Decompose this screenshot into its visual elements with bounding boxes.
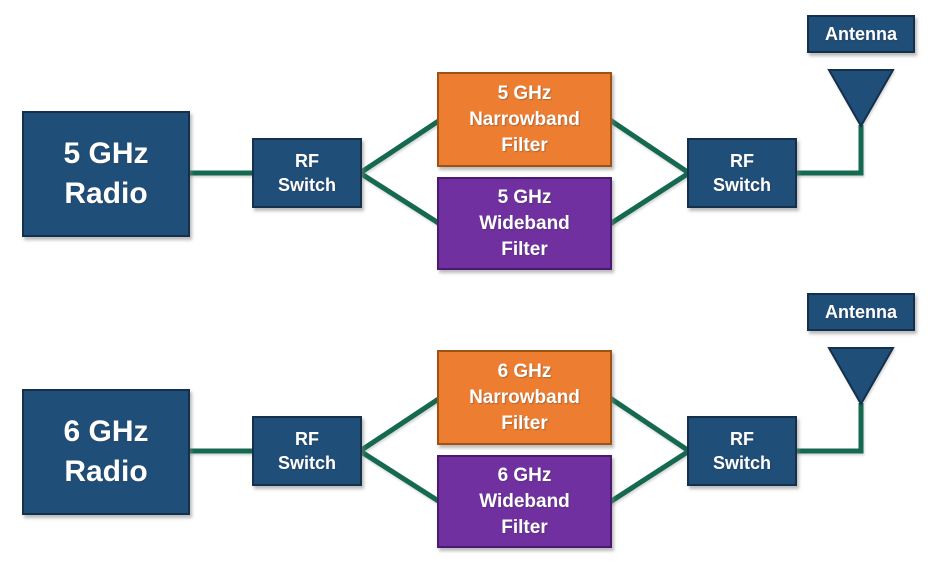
switch-label-line: RF xyxy=(730,151,754,171)
filter-label-line: 5 GHz xyxy=(497,186,552,208)
filter-label-line: Filter xyxy=(501,134,548,156)
radio-6ghz-box: 6 GHz Radio xyxy=(22,389,190,515)
filter-label-line: Filter xyxy=(501,238,548,260)
filter-label-line: 5 GHz xyxy=(497,82,552,104)
filter-label-line: Narrowband xyxy=(469,386,580,408)
switch-label-line: Switch xyxy=(277,453,336,473)
narrowband-filter-box: 6 GHz Narrowband Filter xyxy=(437,350,612,445)
wire-switch-to-narrowband xyxy=(358,117,442,176)
filter-label-line: 6 GHz xyxy=(497,360,552,382)
antenna-label: Antenna xyxy=(825,301,897,322)
radio-5ghz-box: 5 GHz Radio xyxy=(22,111,190,237)
antenna-label-box: Antenna xyxy=(807,293,915,331)
chain-row-5ghz: 5 GHz Radio RF Switch 5 GHz Narrowband F… xyxy=(22,15,915,270)
wire-wideband-to-switch xyxy=(608,170,691,227)
switch-label-line: Switch xyxy=(712,175,771,195)
radio-label-line: 6 GHz xyxy=(63,415,149,448)
wire-switch-to-wideband xyxy=(358,170,442,227)
filter-label-line: Narrowband xyxy=(469,108,580,130)
wire-switch-to-antenna xyxy=(795,403,864,454)
filter-label-line: 6 GHz xyxy=(497,464,552,486)
radio-label-line: Radio xyxy=(64,177,148,210)
antenna-icon xyxy=(827,69,895,129)
filter-label-line: Filter xyxy=(501,516,548,538)
antenna-icon xyxy=(827,347,895,407)
wire-narrowband-to-switch xyxy=(608,117,691,176)
antenna-label-box: Antenna xyxy=(807,15,915,53)
radio-label-line: 5 GHz xyxy=(63,137,149,170)
switch-label-line: RF xyxy=(295,429,319,449)
switch-label-line: Switch xyxy=(277,175,336,195)
filter-label-line: Filter xyxy=(501,412,548,434)
wire-switch-to-narrowband xyxy=(358,395,442,454)
switch-label-line: RF xyxy=(730,429,754,449)
antenna-label: Antenna xyxy=(825,23,897,44)
rf-switch-out-box: RF Switch xyxy=(687,416,797,486)
wire-wideband-to-switch xyxy=(608,448,691,505)
rf-switch-in-box: RF Switch xyxy=(252,416,362,486)
connector-lines xyxy=(188,347,895,505)
radio-label-line: Radio xyxy=(64,455,148,488)
wire-switch-to-wideband xyxy=(358,448,442,505)
rf-switch-out-box: RF Switch xyxy=(687,138,797,208)
rf-switch-in-box: RF Switch xyxy=(252,138,362,208)
chain-row-6ghz: 6 GHz Radio RF Switch 6 GHz Narrowband F… xyxy=(0,278,936,562)
connector-lines xyxy=(188,69,895,227)
filter-label-line: Wideband xyxy=(479,212,570,234)
narrowband-filter-box: 5 GHz Narrowband Filter xyxy=(437,72,612,167)
wideband-filter-box: 5 GHz Wideband Filter xyxy=(437,177,612,270)
wire-narrowband-to-switch xyxy=(608,395,691,454)
wideband-filter-box: 6 GHz Wideband Filter xyxy=(437,455,612,548)
filter-label-line: Wideband xyxy=(479,490,570,512)
wire-switch-to-antenna xyxy=(795,125,864,176)
switch-label-line: RF xyxy=(295,151,319,171)
switch-label-line: Switch xyxy=(712,453,771,473)
